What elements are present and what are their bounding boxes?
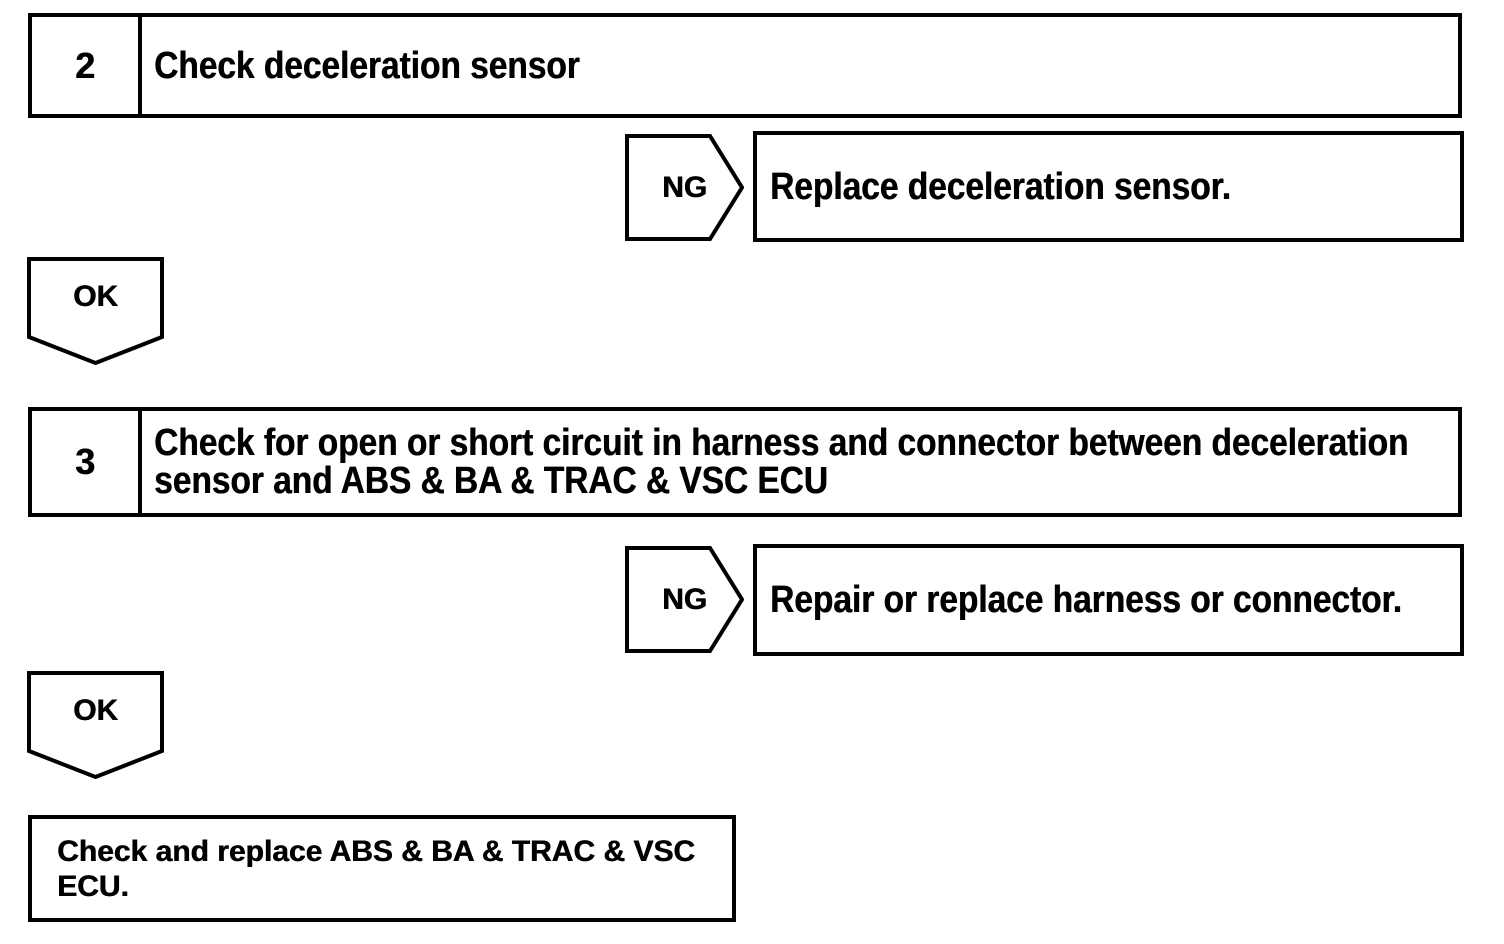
step-row-2: 2 Check deceleration sensor (28, 13, 1462, 118)
step-number-cell: 2 (32, 17, 142, 114)
ng-arrow-icon (625, 134, 744, 241)
ok-connector-2: OK (27, 671, 164, 779)
step-title-cell: Check for open or short circuit in harne… (142, 411, 1504, 513)
result-text: Repair or replace harness or connector. (770, 579, 1402, 621)
ok-label: OK (73, 694, 118, 727)
final-action-line-1: Check and replace ABS & BA & TRAC & VSC (57, 834, 695, 868)
result-box-2: Repair or replace harness or connector. (753, 544, 1464, 656)
step-title-cell: Check deceleration sensor (142, 17, 1458, 114)
ok-label: OK (73, 280, 118, 313)
step-title-line-1: Check for open or short circuit in harne… (154, 422, 1409, 464)
ng-label: NG (662, 582, 707, 616)
ok-connector-1: OK (27, 257, 164, 365)
step-row-3: 3 Check for open or short circuit in har… (28, 407, 1462, 517)
final-action-box: Check and replace ABS & BA & TRAC & VSC … (28, 815, 736, 922)
step-title-line-2: sensor and ABS & BA & TRAC & VSC ECU (154, 460, 828, 502)
ng-connector-2: NG (625, 546, 744, 653)
ng-connector-1: NG (625, 134, 744, 241)
result-box-1: Replace deceleration sensor. (753, 131, 1464, 242)
final-action-line-2: ECU. (57, 869, 129, 903)
step-number: 2 (74, 44, 96, 86)
ng-arrow-icon (625, 546, 744, 653)
step-number-cell: 3 (32, 411, 142, 513)
step-number: 3 (74, 441, 96, 482)
ok-arrow-icon (27, 257, 164, 365)
result-text: Replace deceleration sensor. (770, 165, 1231, 208)
ok-arrow-icon (27, 671, 164, 779)
step-title: Check deceleration sensor (154, 44, 580, 87)
ng-label: NG (662, 170, 707, 204)
